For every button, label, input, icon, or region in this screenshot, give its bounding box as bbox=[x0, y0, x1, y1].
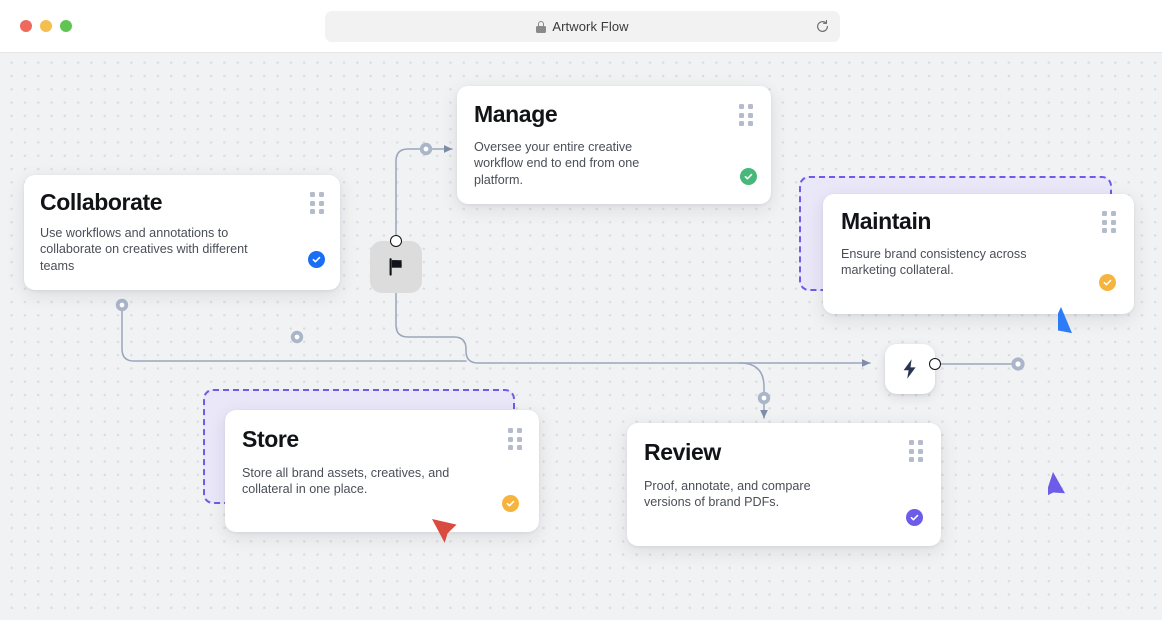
node-lightning-port[interactable] bbox=[929, 358, 941, 370]
minimize-window-button[interactable] bbox=[40, 20, 52, 32]
connector-edges bbox=[115, 142, 1025, 419]
card-description: Ensure brand consistency across marketin… bbox=[841, 247, 1027, 278]
drag-handle-icon[interactable] bbox=[739, 104, 753, 126]
card-description: Proof, annotate, and compare versions of… bbox=[644, 479, 811, 510]
status-badge-check bbox=[740, 168, 757, 185]
card-description: Store all brand assets, creatives, and c… bbox=[242, 466, 450, 497]
address-bar-content: Artwork Flow bbox=[536, 19, 629, 34]
close-window-button[interactable] bbox=[20, 20, 32, 32]
card-review[interactable]: Review Proof, annotate, and compare vers… bbox=[627, 423, 941, 546]
card-maintain[interactable]: Maintain Ensure brand consistency across… bbox=[823, 194, 1134, 314]
card-title: Store bbox=[242, 426, 299, 452]
card-title: Review bbox=[644, 439, 721, 465]
card-manage[interactable]: Manage Oversee your entire creative work… bbox=[457, 86, 771, 204]
check-icon bbox=[744, 173, 753, 180]
browser-chrome: Artwork Flow bbox=[0, 0, 1162, 53]
drag-handle-icon[interactable] bbox=[1102, 211, 1116, 233]
card-title: Manage bbox=[474, 101, 558, 127]
edge-trunk-to-review bbox=[739, 362, 768, 419]
card-title: Collaborate bbox=[40, 189, 163, 215]
drag-handle-icon[interactable] bbox=[508, 428, 522, 450]
status-badge-check bbox=[502, 495, 519, 512]
lightning-bolt-icon bbox=[903, 359, 916, 379]
card-store[interactable]: Store Store all brand assets, creatives,… bbox=[225, 410, 539, 532]
check-icon bbox=[910, 514, 919, 521]
card-collaborate[interactable]: Collaborate Use workflows and annotation… bbox=[24, 175, 340, 290]
card-title: Maintain bbox=[841, 208, 932, 234]
lock-icon bbox=[536, 20, 547, 33]
cursor-pointer-blue bbox=[1058, 307, 1073, 335]
status-badge-check bbox=[906, 509, 923, 526]
cursor-pointer-red bbox=[432, 519, 457, 543]
status-badge-check bbox=[308, 251, 325, 268]
card-description: Oversee your entire creative workflow en… bbox=[474, 140, 640, 187]
edge-flag-to-manage bbox=[395, 145, 453, 250]
check-icon bbox=[506, 500, 515, 507]
edge-waypoints bbox=[115, 142, 1025, 405]
check-icon bbox=[312, 256, 321, 263]
reload-icon[interactable] bbox=[815, 19, 830, 34]
window-traffic-lights bbox=[20, 20, 72, 32]
node-lightning[interactable] bbox=[885, 344, 935, 394]
check-icon bbox=[1103, 279, 1112, 286]
page-title: Artwork Flow bbox=[552, 19, 629, 34]
edge-collaborate-to-trunk bbox=[121, 304, 467, 362]
card-description: Use workflows and annotations to collabo… bbox=[40, 226, 248, 273]
drag-handle-icon[interactable] bbox=[909, 440, 923, 462]
node-flag-port[interactable] bbox=[390, 235, 402, 247]
address-bar[interactable]: Artwork Flow bbox=[325, 11, 840, 42]
flag-icon bbox=[389, 258, 402, 276]
maximize-window-button[interactable] bbox=[60, 20, 72, 32]
cursor-pointer-purple bbox=[1048, 472, 1066, 497]
edge-flag-to-bolt bbox=[395, 292, 871, 367]
node-flag[interactable] bbox=[370, 241, 422, 293]
drag-handle-icon[interactable] bbox=[310, 192, 324, 214]
status-badge-check bbox=[1099, 274, 1116, 291]
flow-canvas[interactable]: Collaborate Use workflows and annotation… bbox=[0, 53, 1162, 620]
